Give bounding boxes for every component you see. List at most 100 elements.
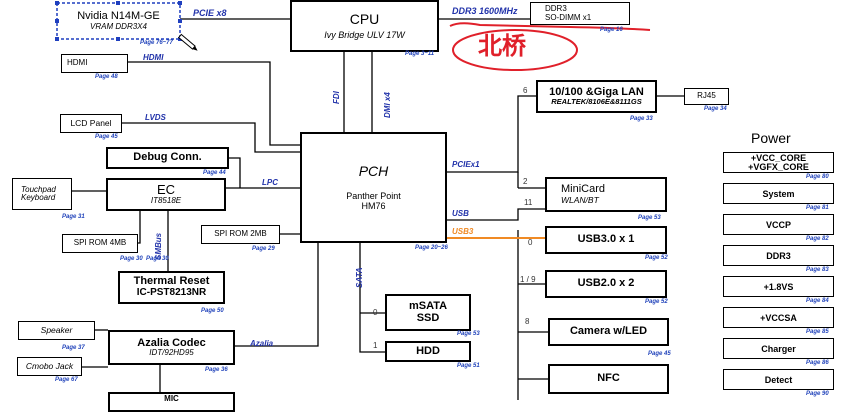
power-item-vcc-core-label2: +VGFX_CORE xyxy=(748,161,809,172)
rj45-title: RJ45 xyxy=(697,91,716,101)
cpu-block[interactable]: CPU Ivy Bridge ULV 17W xyxy=(290,0,439,52)
touchpad-line1: Touchpad xyxy=(21,184,56,194)
minicard-block[interactable]: MiniCard WLAN/BT xyxy=(545,177,667,212)
power-item-detect-label: Detect xyxy=(764,374,793,385)
power-item-ddr3-page: Page 83 xyxy=(806,267,829,273)
power-item-vccsa[interactable]: +VCCSA xyxy=(723,307,834,328)
camera-title: Camera w/LED xyxy=(569,325,648,338)
power-item-charger-page: Page 86 xyxy=(806,360,829,366)
bus-label-usb3: USB3 xyxy=(452,227,474,236)
combo-jack-block[interactable]: Cmobo Jack xyxy=(17,357,82,376)
power-item-vcc-core-label1: +VCC_CORE xyxy=(750,152,807,163)
bus-label-pcie-x8: PCIE x8 xyxy=(193,8,227,18)
bus-label-lpc: LPC xyxy=(262,178,278,187)
msata-subtitle: SSD xyxy=(416,311,440,324)
hdd-block[interactable]: HDD xyxy=(385,341,471,362)
thermal-subtitle: IC-PST8213NR xyxy=(136,287,207,299)
azalia-page: Page 36 xyxy=(205,367,228,373)
power-item-vccp-page: Page 82 xyxy=(806,236,829,242)
debug-page: Page 44 xyxy=(203,170,226,176)
hdmi-title: HDMI xyxy=(67,58,88,68)
power-item-vccsa-page: Page 85 xyxy=(806,329,829,335)
lcd-block[interactable]: LCD Panel xyxy=(60,114,122,133)
gpu-subtitle: VRAM DDR3X4 xyxy=(90,21,147,31)
ec-title: EC xyxy=(156,182,176,198)
minicard-subtitle: WLAN/BT xyxy=(561,194,599,205)
lan-block[interactable]: 10/100 &Giga LAN REALTEK/8106E&8111GS xyxy=(536,80,657,113)
thermal-title: Thermal Reset xyxy=(133,275,210,288)
pch-page: Page 20~26 xyxy=(415,245,448,251)
cpu-subtitle: Ivy Bridge ULV 17W xyxy=(324,29,405,40)
thermal-reset-block[interactable]: Thermal Reset IC-PST8213NR xyxy=(118,271,225,304)
power-item-1v8s[interactable]: +1.8VS xyxy=(723,276,834,297)
gpu-block[interactable]: Nvidia N14M-GE VRAM DDR3X4 xyxy=(58,4,179,38)
msata-block[interactable]: mSATA SSD xyxy=(385,294,471,331)
power-item-system[interactable]: System xyxy=(723,183,834,204)
lan-title: 10/100 &Giga LAN xyxy=(549,85,644,98)
power-item-detect-page: Page 90 xyxy=(806,391,829,397)
speaker-block[interactable]: Speaker xyxy=(18,321,95,340)
nfc-title: NFC xyxy=(597,372,620,385)
spi-rom-2mb-block[interactable]: SPI ROM 2MB xyxy=(201,225,280,244)
spi-rom-4mb-page: Page 30 xyxy=(120,256,143,262)
rj45-block[interactable]: RJ45 xyxy=(684,88,729,105)
usb2-block[interactable]: USB2.0 x 2 xyxy=(545,270,667,298)
power-item-detect[interactable]: Detect xyxy=(723,369,834,390)
spi-rom-2mb-page: Page 29 xyxy=(252,246,275,252)
camera-page: Page 45 xyxy=(648,351,671,357)
power-item-1v8s-label: +1.8VS xyxy=(763,281,794,292)
power-title: Power xyxy=(751,130,791,146)
combo-page: Page 67 xyxy=(55,377,78,383)
lcd-title: LCD Panel xyxy=(70,118,112,129)
power-item-vccp-label: VCCP xyxy=(765,219,791,230)
power-item-vccp[interactable]: VCCP xyxy=(723,214,834,235)
ddr3-slot-block[interactable]: DDR3 SO-DIMM x1 xyxy=(530,2,630,25)
ec-page: Page 30 xyxy=(146,256,169,262)
gpu-page: Page 76~77 xyxy=(140,40,173,46)
ddr3-slot-subtitle: SO-DIMM x1 xyxy=(545,12,592,22)
speaker-title: Speaker xyxy=(40,325,73,336)
power-item-ddr3[interactable]: DDR3 xyxy=(723,245,834,266)
power-item-system-label: System xyxy=(762,188,795,199)
debug-block[interactable]: Debug Conn. xyxy=(106,147,229,169)
rj45-page: Page 34 xyxy=(704,106,727,112)
pch-title: PCH xyxy=(358,162,389,179)
hdmi-block[interactable]: HDMI xyxy=(61,54,128,73)
lan-page: Page 33 xyxy=(630,116,653,122)
speaker-page: Page 37 xyxy=(62,345,85,351)
ddr3-slot-page: Page 16 xyxy=(600,27,623,33)
touchpad-line2: Keyboard xyxy=(21,193,56,202)
combo-title: Cmobo Jack xyxy=(25,361,74,372)
azalia-subtitle: IDT/92HD95 xyxy=(149,348,194,358)
bus-label-azalia: Azalia xyxy=(250,339,274,348)
cpu-page: Page 3~11 xyxy=(405,51,435,57)
port-num-usb-11: 11 xyxy=(524,198,533,207)
lcd-page: Page 45 xyxy=(95,134,118,140)
nfc-block[interactable]: NFC xyxy=(548,364,669,394)
usb3-block[interactable]: USB3.0 x 1 xyxy=(545,226,667,254)
pch-subtitle2: HM76 xyxy=(361,200,386,211)
pen-cursor-icon xyxy=(178,33,198,51)
touchpad-block[interactable]: Touchpad Keyboard xyxy=(12,178,72,210)
cpu-title: CPU xyxy=(349,10,380,27)
usb2-title: USB2.0 x 2 xyxy=(577,277,635,290)
hdd-title: HDD xyxy=(416,344,440,357)
port-num-hdd: 1 xyxy=(373,341,378,350)
bus-label-hdmi: HDMI xyxy=(143,53,164,62)
block-diagram: Nvidia N14M-GE VRAM DDR3X4 Page 76~77 CP… xyxy=(12,0,834,412)
pch-block[interactable]: PCH Panther Point HM76 xyxy=(300,132,447,243)
power-item-charger[interactable]: Charger xyxy=(723,338,834,359)
msata-page: Page 53 xyxy=(457,331,480,337)
thermal-page: Page 50 xyxy=(201,308,224,314)
power-item-vcc-core[interactable]: +VCC_CORE +VGFX_CORE xyxy=(723,152,834,173)
camera-block[interactable]: Camera w/LED xyxy=(548,318,669,346)
ec-subtitle: IT8518E xyxy=(150,196,182,206)
mic-title: MIC xyxy=(164,394,179,403)
azalia-codec-block[interactable]: Azalia Codec IDT/92HD95 xyxy=(108,330,235,365)
minicard-page: Page 53 xyxy=(638,215,661,221)
port-num-msata: 0 xyxy=(373,308,378,317)
ec-block[interactable]: EC IT8518E xyxy=(106,178,226,211)
spi-rom-4mb-block[interactable]: SPI ROM 4MB xyxy=(62,234,138,253)
mic-block[interactable]: MIC xyxy=(108,392,235,412)
power-item-vccsa-label: +VCCSA xyxy=(760,312,797,323)
